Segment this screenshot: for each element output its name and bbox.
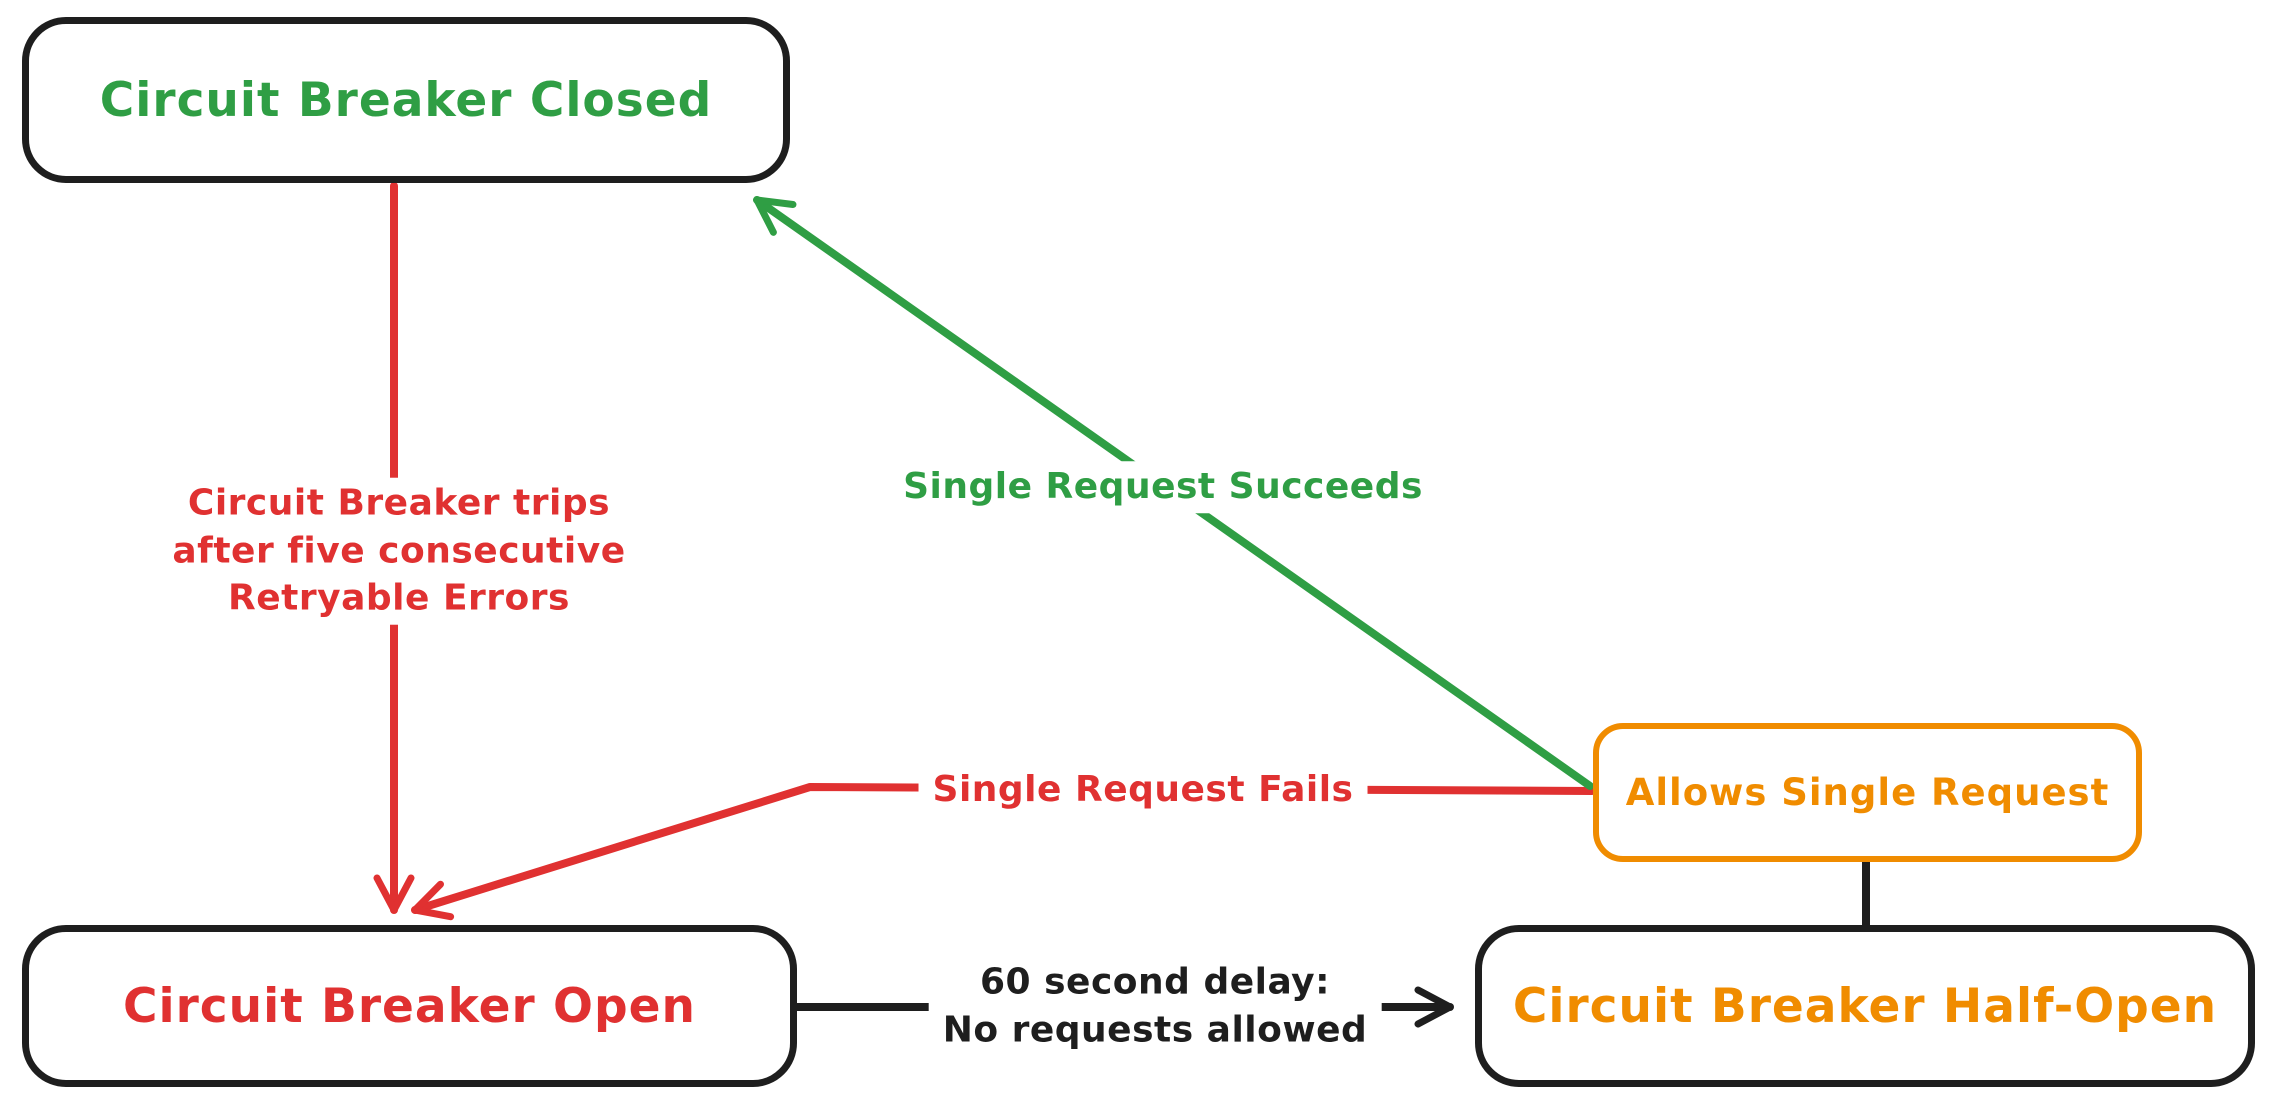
edge-label-trip: Circuit Breaker trips after five consecu… bbox=[158, 477, 640, 625]
state-node-allows-single-request-label: Allows Single Request bbox=[1625, 771, 2110, 814]
state-node-closed: Circuit Breaker Closed bbox=[22, 17, 790, 183]
state-node-closed-label: Circuit Breaker Closed bbox=[99, 72, 713, 128]
state-node-allows-single-request: Allows Single Request bbox=[1593, 723, 2142, 862]
edge-label-fails: Single Request Fails bbox=[918, 764, 1368, 816]
edge-label-delay-line-2: No requests allowed bbox=[942, 1009, 1368, 1050]
edge-label-trip-line-3: Retryable Errors bbox=[228, 577, 570, 619]
state-node-half-open: Circuit Breaker Half-Open bbox=[1475, 925, 2255, 1087]
edge-label-trip-line-2: after five consecutive bbox=[172, 530, 626, 572]
edge-label-delay-line-1: 60 second delay: bbox=[979, 961, 1331, 1003]
state-node-open-label: Circuit Breaker Open bbox=[123, 978, 696, 1034]
edge-label-succeeds: Single Request Succeeds bbox=[889, 461, 1437, 513]
edge-label-trip-line-1: Circuit Breaker trips bbox=[187, 482, 611, 524]
edge-label-delay: 60 second delay: No requests allowed bbox=[928, 956, 1382, 1056]
state-node-half-open-label: Circuit Breaker Half-Open bbox=[1512, 978, 2218, 1034]
state-node-open: Circuit Breaker Open bbox=[22, 925, 797, 1087]
